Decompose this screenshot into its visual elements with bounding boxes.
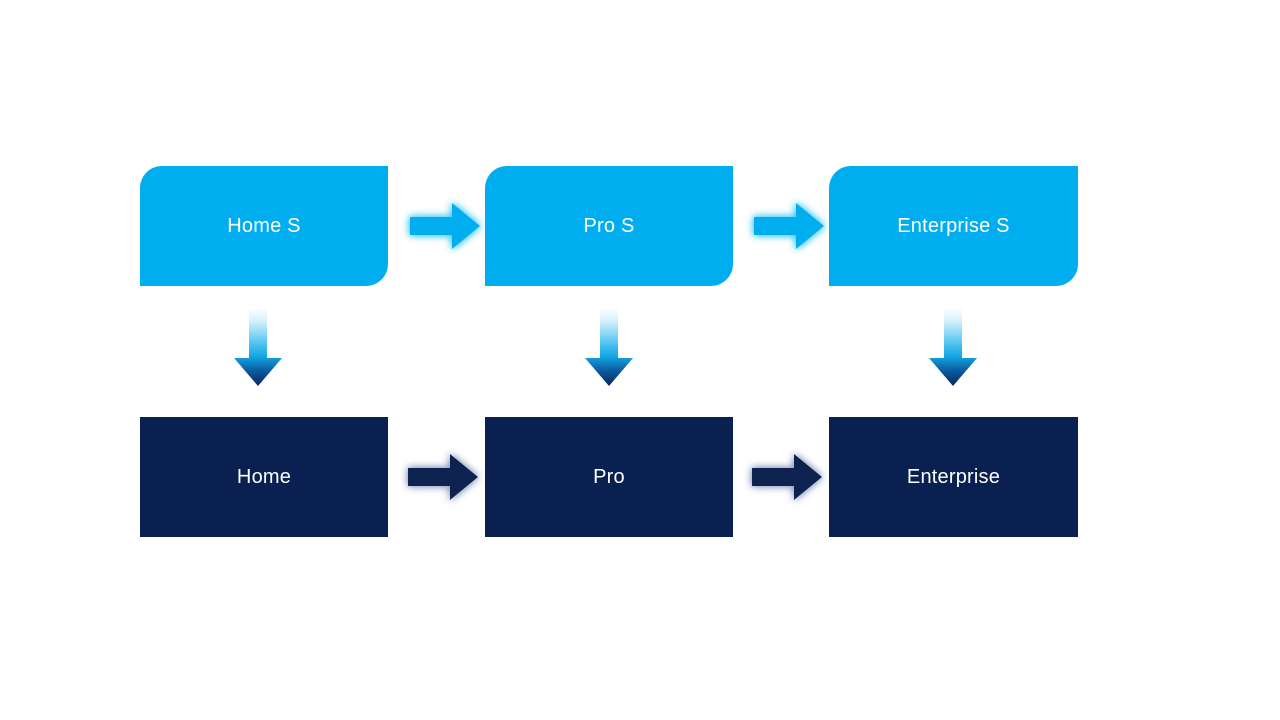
arrow-home-s-to-home	[232, 308, 284, 388]
node-label-enterprise-s: Enterprise S	[897, 215, 1010, 237]
arrow-home-s-to-pro-s	[408, 199, 482, 253]
node-enterprise-s[interactable]: Enterprise S	[829, 166, 1078, 286]
arrow-pro-s-to-enterprise-s	[752, 199, 826, 253]
node-pro[interactable]: Pro	[485, 417, 733, 537]
node-label-pro-s: Pro S	[583, 215, 635, 237]
arrow-home-to-pro	[404, 450, 482, 504]
arrow-pro-s-to-pro	[583, 308, 635, 388]
arrow-enterprise-s-to-enterprise	[927, 308, 979, 388]
node-label-enterprise: Enterprise	[906, 466, 1001, 488]
node-pro-s[interactable]: Pro S	[485, 166, 733, 286]
node-label-pro: Pro	[593, 466, 625, 488]
node-home-s[interactable]: Home S	[140, 166, 388, 286]
arrow-pro-to-enterprise	[748, 450, 826, 504]
node-label-home: Home	[236, 466, 292, 488]
node-home[interactable]: Home	[140, 417, 388, 537]
node-enterprise[interactable]: Enterprise	[829, 417, 1078, 537]
node-label-home-s: Home S	[227, 215, 301, 237]
